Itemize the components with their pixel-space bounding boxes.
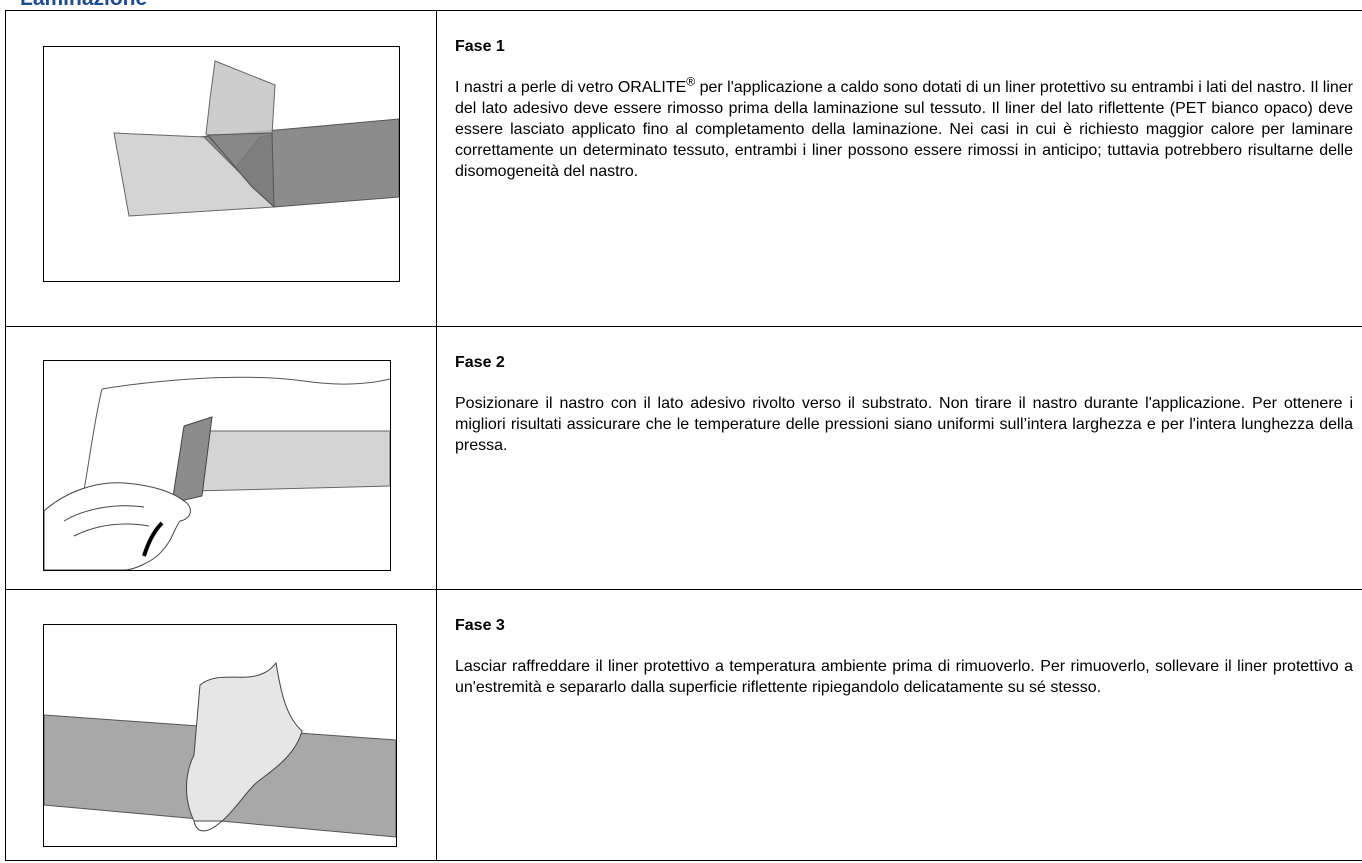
step-2-text-cell: Fase 2 Posizionare il nastro con il lato… [436, 326, 1362, 590]
registered-mark: ® [686, 74, 696, 89]
liner-peel-illustration [113, 60, 399, 217]
step-3-image-cell [5, 589, 437, 861]
step-1-illustration [43, 46, 400, 282]
step-row-3: Fase 3 Lasciar raffreddare il liner prot… [5, 589, 1362, 861]
step-1-body: I nastri a perle di vetro ORALITE® per l… [455, 74, 1353, 182]
step-row-2: Fase 2 Posizionare il nastro con il lato… [5, 326, 1362, 590]
step-1-image-cell [5, 10, 437, 327]
step-3-illustration [43, 624, 397, 847]
liner-removal-illustration [44, 661, 396, 838]
step-2-body: Posizionare il nastro con il lato adesiv… [455, 395, 1353, 454]
step-2-image-cell [5, 326, 437, 590]
step-row-1: Fase 1 I nastri a perle di vetro ORALITE… [5, 10, 1362, 327]
hand-placing-tape-illustration [44, 376, 390, 570]
step-1-text-cell: Fase 1 I nastri a perle di vetro ORALITE… [436, 10, 1362, 327]
steps-table: Fase 1 I nastri a perle di vetro ORALITE… [5, 10, 1362, 861]
section-heading: Laminazione [20, 0, 147, 11]
step-3-text-cell: Fase 3 Lasciar raffreddare il liner prot… [436, 589, 1362, 861]
step-2-title: Fase 2 [455, 354, 505, 371]
step-1-title: Fase 1 [455, 38, 505, 55]
step-3-title: Fase 3 [455, 617, 505, 634]
step-2-illustration [43, 360, 391, 571]
step-1-body-rest: per l'applicazione a caldo sono dotati d… [455, 79, 1353, 180]
step-3-body: Lasciar raffreddare il liner protettivo … [455, 658, 1353, 696]
step-1-body-start: I nastri a perle di vetro ORALITE [455, 79, 687, 96]
